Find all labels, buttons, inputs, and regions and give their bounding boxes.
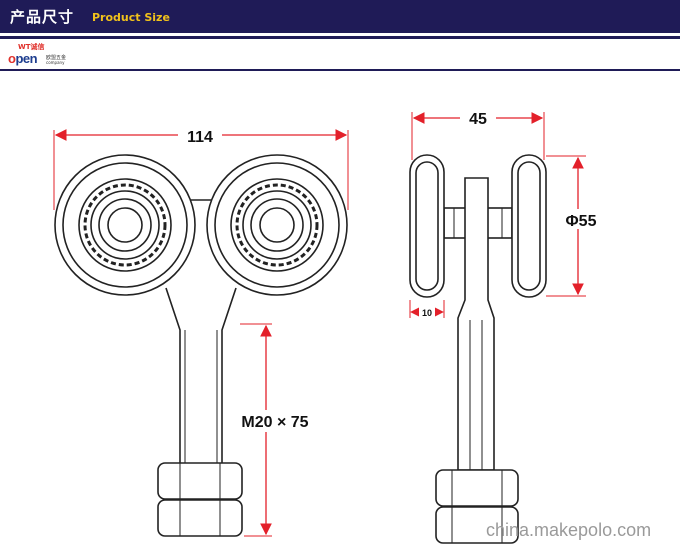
front-nut-bottom bbox=[157, 499, 243, 537]
dim-thread-label: M20 × 75 bbox=[241, 414, 308, 431]
front-arm-right bbox=[221, 287, 237, 468]
side-wheel-right bbox=[511, 154, 547, 298]
dim-wheel-gap: 45 bbox=[411, 109, 545, 160]
dim-wheel-thickness-label: 10 bbox=[422, 308, 432, 318]
side-nut-top bbox=[435, 469, 519, 507]
side-wheel-left bbox=[409, 154, 445, 298]
side-view bbox=[409, 154, 547, 544]
front-stem bbox=[184, 330, 218, 468]
front-nut-top bbox=[157, 462, 243, 500]
front-wheel-right bbox=[206, 154, 348, 296]
title-english: Product Size bbox=[92, 11, 170, 24]
dim-diameter-label: Φ55 bbox=[566, 213, 597, 230]
side-nut-bottom bbox=[435, 506, 519, 544]
logo-sub-text: 欧盟五金 bbox=[46, 55, 67, 61]
company-logo: WT诚信 open 欧盟五金 company bbox=[8, 42, 88, 68]
logo-top-text: WT诚信 bbox=[18, 43, 45, 51]
logo-sub-text-2: company bbox=[46, 60, 65, 65]
dim-diameter: Φ55 bbox=[546, 155, 600, 297]
logo-rule bbox=[0, 69, 680, 71]
front-wheel-left bbox=[54, 154, 196, 296]
front-view bbox=[54, 154, 348, 537]
header-rule bbox=[0, 36, 680, 39]
title-chinese: 产品尺寸 bbox=[10, 8, 75, 26]
header-bar: 产品尺寸 Product Size bbox=[0, 0, 680, 33]
dim-width-label: 114 bbox=[187, 129, 213, 146]
dim-wheel-gap-label: 45 bbox=[469, 111, 487, 128]
dim-width: 114 bbox=[53, 126, 349, 210]
logo-wordmark: open bbox=[8, 51, 38, 66]
front-arm-left bbox=[165, 287, 181, 468]
dim-thread: M20 × 75 bbox=[232, 323, 318, 537]
logo-o: o bbox=[8, 51, 16, 66]
logo-pen: pen bbox=[15, 51, 38, 66]
dim-wheel-thickness: 10 bbox=[409, 300, 445, 318]
watermark: china.makepolo.com bbox=[486, 520, 652, 540]
